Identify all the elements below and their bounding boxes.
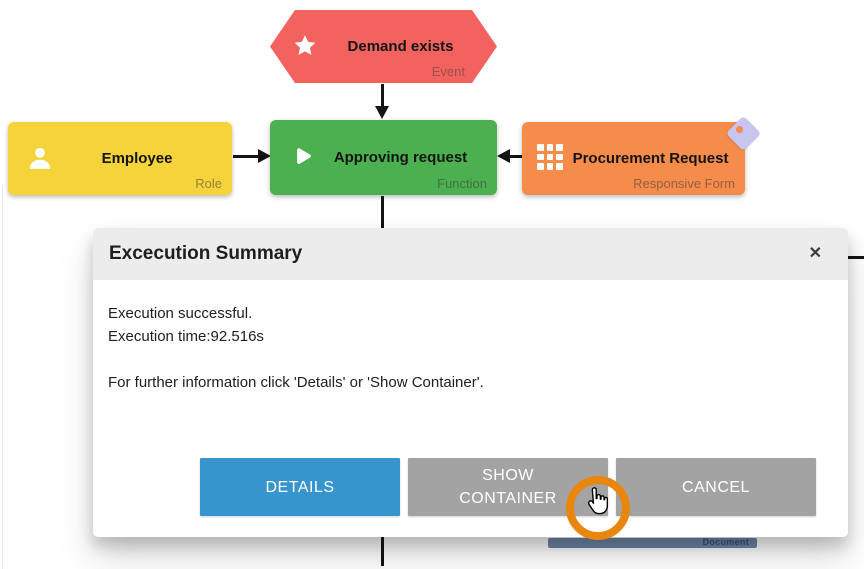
form-node-procurement-request[interactable]: Procurement Request Responsive Form xyxy=(522,122,745,195)
cancel-button[interactable]: CANCEL xyxy=(616,458,816,516)
node-label: Procurement Request xyxy=(572,150,729,167)
connector-function-down-lower xyxy=(381,537,384,566)
star-icon xyxy=(294,35,316,55)
execution-summary-dialog: Excecution Summary ✕ Execution successfu… xyxy=(93,228,848,537)
connector-event-function xyxy=(381,84,384,107)
hand-cursor-icon xyxy=(588,487,609,515)
dialog-title: Excecution Summary xyxy=(109,243,303,264)
canvas-border-line xyxy=(2,185,3,569)
node-type-badge: Event xyxy=(431,64,465,79)
node-type-badge: Responsive Form xyxy=(633,176,735,191)
arrowhead-right-icon xyxy=(258,149,271,163)
connector-function-down xyxy=(381,196,384,228)
connector-role-function xyxy=(233,155,258,158)
info-text: For further information click 'Details' … xyxy=(108,374,484,391)
node-label: Approving request xyxy=(333,149,468,166)
event-node-demand-exists[interactable]: Demand exists Event xyxy=(270,10,497,83)
node-type-badge: Function xyxy=(437,176,487,191)
play-icon xyxy=(297,148,311,164)
role-node-employee[interactable]: Employee Role xyxy=(8,122,232,195)
document-label: Document xyxy=(702,538,749,547)
grid-icon xyxy=(537,144,563,170)
node-type-badge: Role xyxy=(195,176,222,191)
details-button[interactable]: DETAILS xyxy=(200,458,400,516)
execution-time-text: Execution time:92.516s xyxy=(108,328,264,345)
cursor-highlight-ring xyxy=(566,476,630,540)
node-label: Demand exists xyxy=(347,38,454,55)
dialog-body: Execution successful. Execution time:92.… xyxy=(93,280,848,394)
dialog-button-row: DETAILS SHOW CONTAINER CANCEL xyxy=(200,458,816,516)
tag-hole-icon xyxy=(736,126,743,133)
arrowhead-left-icon xyxy=(497,149,510,163)
node-label: Employee xyxy=(101,150,173,167)
person-icon xyxy=(30,147,50,169)
connector-right-stub xyxy=(845,256,864,259)
function-node-approving-request[interactable]: Approving request Function xyxy=(270,120,497,195)
connector-form-function xyxy=(510,155,522,158)
arrowhead-down-icon xyxy=(375,106,389,119)
dialog-header: Excecution Summary ✕ xyxy=(93,228,848,280)
status-text: Execution successful. xyxy=(108,305,253,322)
document-node[interactable]: Document xyxy=(548,538,757,548)
close-icon[interactable]: ✕ xyxy=(808,245,822,262)
